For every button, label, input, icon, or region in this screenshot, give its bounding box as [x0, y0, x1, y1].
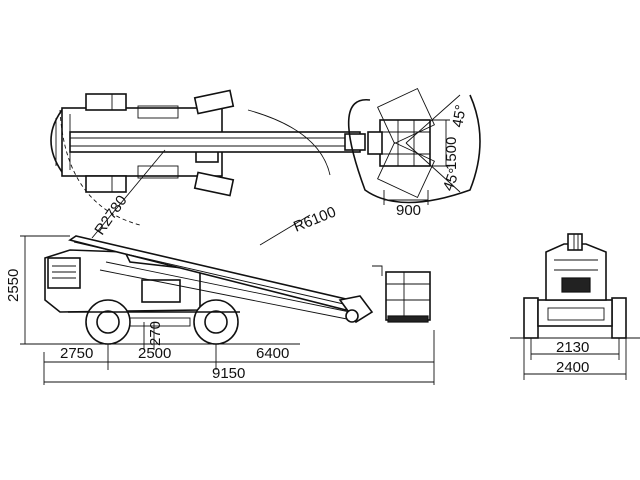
front-view: 2130 2400 — [510, 233, 640, 380]
plan-view: R2780 R6100 900 1500 45° 45° — [50, 87, 481, 246]
track-width-label: 2130 — [556, 339, 589, 356]
basket-width-label: 900 — [396, 202, 421, 219]
height-label: 2550 — [5, 269, 22, 302]
side-view: 2550 2750 2500 270 6400 9150 — [5, 235, 435, 385]
front-overhang-label: 6400 — [256, 345, 289, 362]
ground-clearance-label: 270 — [147, 321, 164, 346]
radius-outer-label: R6100 — [291, 203, 338, 235]
overall-length-label: 9150 — [212, 365, 245, 382]
basket-depth-label: 1500 — [443, 137, 460, 170]
radius-inner-label: R2780 — [91, 192, 130, 238]
rotation-lower-label: 45° — [440, 166, 464, 193]
wheelbase-label: 2500 — [138, 345, 171, 362]
rear-overhang-label: 2750 — [60, 345, 93, 362]
rotation-upper-label: 45° — [449, 103, 470, 128]
overall-width-label: 2400 — [556, 359, 589, 376]
